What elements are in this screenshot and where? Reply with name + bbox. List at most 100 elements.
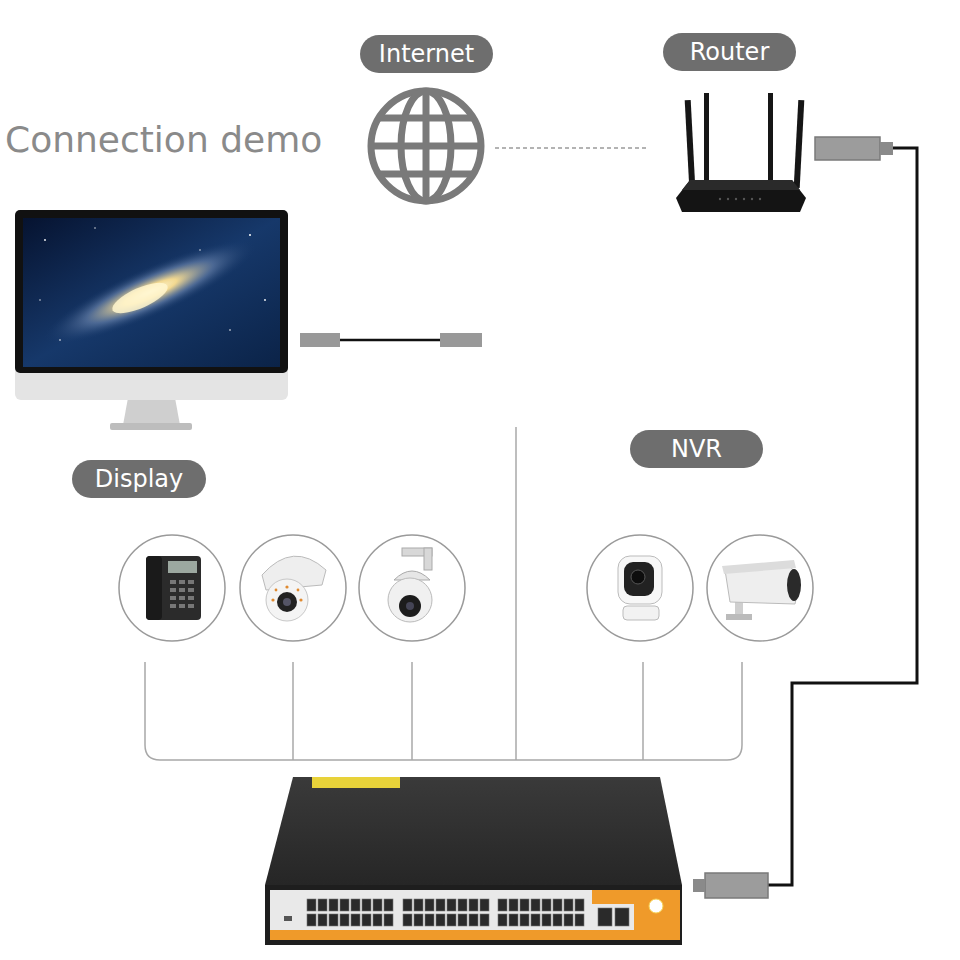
phone-screen xyxy=(168,561,197,573)
network-node: NVR xyxy=(630,430,763,468)
cable-plug xyxy=(705,873,768,898)
label-pill: Router xyxy=(663,33,796,71)
router-antenna xyxy=(685,100,696,188)
dome-camera-icon xyxy=(262,556,326,621)
router-antenna xyxy=(794,100,805,188)
node-label: Display xyxy=(95,467,183,491)
ethernet-port xyxy=(403,914,412,926)
ethernet-port xyxy=(498,914,507,926)
router-leds xyxy=(751,198,753,200)
monitor-bezel xyxy=(15,210,288,373)
label-pill: Display xyxy=(72,460,206,498)
device-circle xyxy=(707,535,813,641)
ethernet-port xyxy=(458,899,467,911)
node-label: Router xyxy=(690,40,770,64)
stars xyxy=(264,299,266,301)
phone-keys xyxy=(179,580,185,584)
cable-plug xyxy=(693,879,705,892)
ethernet-port xyxy=(542,899,551,911)
ethernet-port xyxy=(425,914,434,926)
galaxy-core xyxy=(109,277,172,320)
phone-body xyxy=(146,556,201,620)
ethernet-port xyxy=(520,899,529,911)
device-circle xyxy=(119,535,225,641)
cable-wire xyxy=(340,339,440,342)
poe-switch xyxy=(265,777,682,945)
device-circles xyxy=(119,535,813,641)
bullet-camera-icon xyxy=(722,560,801,620)
ethernet-port xyxy=(480,899,489,911)
network-node: Display xyxy=(72,460,206,498)
bracket-line xyxy=(292,662,294,760)
phone-handset xyxy=(146,556,162,620)
stars xyxy=(249,234,251,236)
phone-keys xyxy=(188,604,194,608)
switch-top xyxy=(265,777,682,885)
ethernet-port xyxy=(351,899,360,911)
bracket-line xyxy=(411,662,413,760)
router-leds xyxy=(727,198,729,200)
ethernet-port xyxy=(436,899,445,911)
camera-dome xyxy=(388,578,432,622)
router-icon xyxy=(676,93,806,212)
phone-keys xyxy=(170,580,176,584)
camera-lens xyxy=(277,592,297,612)
camera-lens xyxy=(787,569,801,601)
phone-keys xyxy=(179,596,185,600)
network-node: Router xyxy=(648,33,810,213)
network-cable xyxy=(693,137,917,898)
camera-mount xyxy=(726,614,752,620)
ethernet-port xyxy=(469,914,478,926)
router-antenna xyxy=(704,93,709,185)
ip-phone-icon xyxy=(146,556,201,620)
ethernet-port xyxy=(575,899,584,911)
ethernet-port xyxy=(329,914,338,926)
ethernet-port xyxy=(498,899,507,911)
phone-keys xyxy=(179,604,185,608)
ethernet-port xyxy=(469,899,478,911)
camera-lens xyxy=(399,595,421,617)
cube-camera-icon xyxy=(618,556,662,620)
phone-keys xyxy=(170,588,176,592)
camera-ir-leds xyxy=(275,589,278,592)
monitor-icon xyxy=(15,210,482,430)
uplink-panel xyxy=(592,904,634,930)
device-circle xyxy=(240,535,346,641)
camera-lens xyxy=(406,602,414,610)
stars xyxy=(94,227,95,228)
globe-icon xyxy=(371,91,481,201)
router-leds xyxy=(743,198,745,200)
camera-ir-leds xyxy=(271,598,274,601)
cable-plug xyxy=(815,137,880,160)
camera-ir-leds xyxy=(299,598,302,601)
ethernet-port xyxy=(384,914,393,926)
bracket-line xyxy=(642,662,644,760)
switch-ports xyxy=(307,899,629,926)
switch-panel-accent xyxy=(592,890,680,940)
node-label: Internet xyxy=(379,42,474,66)
router-leds xyxy=(735,198,737,200)
router-leds xyxy=(759,198,761,200)
device-circle xyxy=(587,535,693,641)
switch-logo xyxy=(649,899,663,913)
camera-ir-leds xyxy=(271,585,302,601)
router-body xyxy=(676,180,806,212)
globe-parallel xyxy=(379,115,473,122)
stars xyxy=(39,227,266,341)
ethernet-port xyxy=(615,908,629,926)
ethernet-port xyxy=(340,899,349,911)
ethernet-port xyxy=(553,914,562,926)
ethernet-port xyxy=(384,899,393,911)
monitor-screen xyxy=(23,218,280,367)
camera-lens xyxy=(283,598,291,606)
ethernet-port xyxy=(447,899,456,911)
ethernet-port xyxy=(351,914,360,926)
bracket-line xyxy=(145,662,742,760)
ethernet-port xyxy=(564,914,573,926)
ethernet-port xyxy=(307,914,316,926)
network-node: Internet xyxy=(360,33,495,208)
device-circle xyxy=(359,535,465,641)
